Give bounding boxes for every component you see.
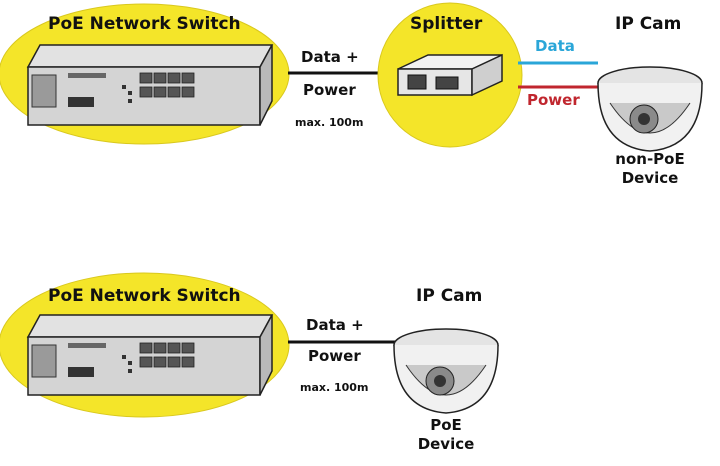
camera-label-top: IP Cam — [615, 14, 682, 34]
switch-label-top: PoE Network Switch — [48, 14, 241, 34]
network-switch-icon — [26, 44, 274, 126]
distance-label-top: max. 100m — [295, 116, 364, 129]
device-type-line2-top: Device — [621, 169, 679, 187]
device-type-line1-bottom: PoE — [430, 416, 462, 434]
switch-label-bottom: PoE Network Switch — [48, 286, 241, 306]
splitter-label: Splitter — [410, 14, 483, 34]
link-label-line2-bottom: Power — [308, 347, 361, 365]
distance-label-bottom: max. 100m — [300, 381, 369, 394]
ip-camera-icon — [393, 328, 499, 414]
device-type-label-bottom: PoE Device — [401, 416, 491, 454]
power-label: Power — [527, 91, 580, 109]
link-label-line1-top: Data + — [301, 48, 359, 66]
poe-splitter-icon — [397, 53, 503, 97]
device-type-line2-bottom: Device — [417, 435, 475, 453]
link-label-line1-bottom: Data + — [306, 316, 364, 334]
device-type-label-top: non-PoE Device — [605, 150, 695, 188]
data-label: Data — [535, 37, 575, 55]
ip-camera-icon — [597, 66, 703, 152]
device-type-line1-top: non-PoE — [615, 150, 685, 168]
link-label-line2-top: Power — [303, 81, 356, 99]
network-switch-icon — [26, 314, 274, 396]
camera-label-bottom: IP Cam — [416, 286, 483, 306]
